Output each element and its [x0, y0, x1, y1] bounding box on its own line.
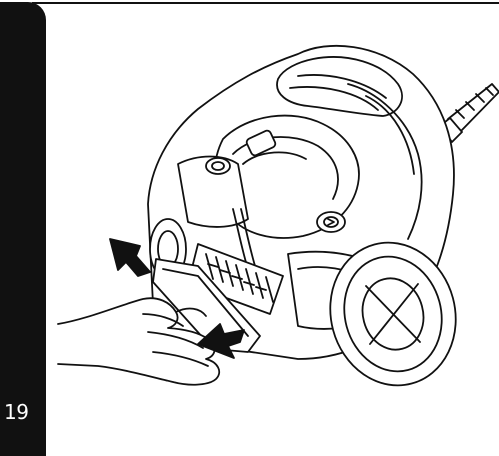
side-tab	[0, 0, 48, 456]
side-tab-bar	[0, 2, 46, 456]
vacuum-illustration	[57, 44, 499, 387]
rear-wheel	[329, 241, 457, 387]
carry-handle	[276, 56, 403, 117]
arrow-pointer-icon	[197, 323, 245, 359]
cord-rewind-button-icon	[316, 211, 346, 233]
filter-cover	[152, 258, 261, 353]
front-panel	[177, 155, 249, 228]
arrow-pointer-icon	[109, 238, 151, 277]
power-button-icon	[205, 157, 231, 175]
top-rule	[32, 2, 499, 4]
indicator-window	[245, 129, 277, 157]
page-number: 19	[4, 400, 29, 424]
